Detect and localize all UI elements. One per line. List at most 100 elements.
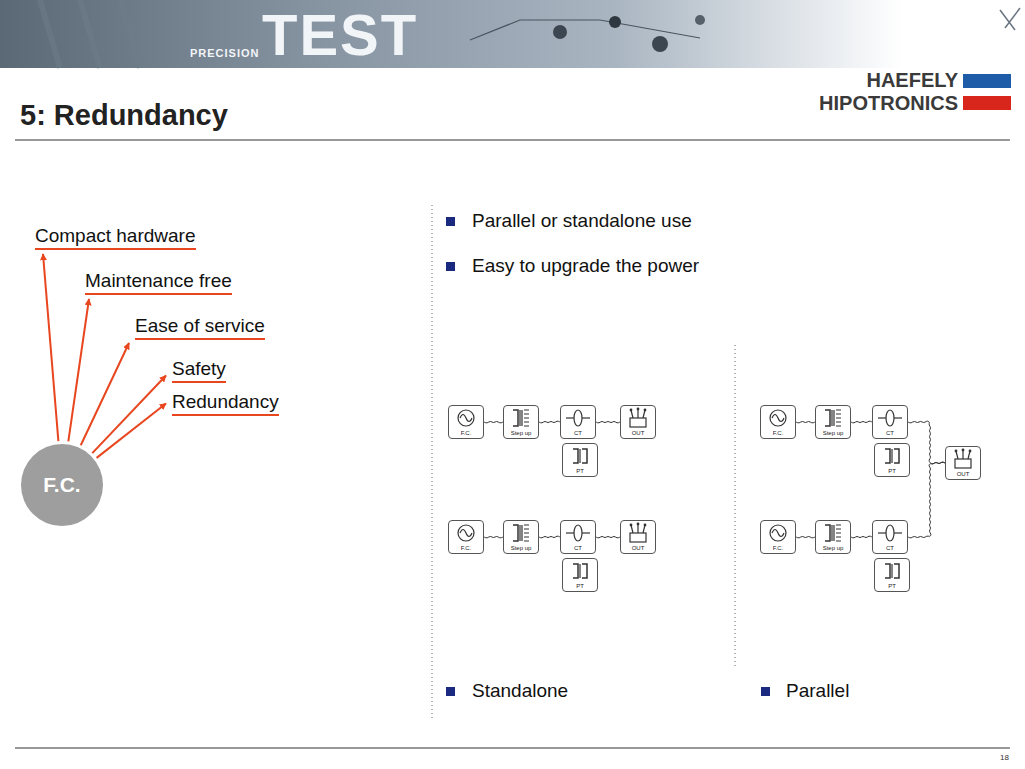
component-icon — [875, 522, 905, 544]
component-icon — [623, 407, 653, 429]
node-text: CT — [873, 429, 907, 437]
component-icon — [506, 407, 536, 429]
bullet-square — [446, 687, 455, 696]
component-icon — [451, 522, 481, 544]
component-icon — [763, 407, 793, 429]
footer-rule — [15, 748, 1010, 749]
component-box: F.C. — [760, 520, 796, 554]
logo-text: HIPOTRONICS — [819, 92, 958, 114]
feature-arrow — [92, 376, 166, 454]
node-text: OUT — [621, 429, 655, 437]
node-text: Step up — [816, 544, 850, 552]
node-text: F.C. — [761, 429, 795, 437]
bullet-text: Standalone — [472, 680, 568, 702]
power-wire — [484, 421, 503, 422]
power-wire — [851, 536, 872, 538]
feature-arrow — [43, 254, 58, 441]
node-text: F.C. — [20, 443, 104, 527]
component-box: PT — [562, 443, 598, 477]
component-icon — [818, 407, 848, 429]
slide-title: 5: Redundancy — [20, 98, 228, 132]
node-text: CT — [873, 544, 907, 552]
node-text: Step up — [504, 429, 538, 437]
component-icon — [565, 560, 595, 582]
page-number: 18 — [1000, 753, 1009, 763]
bullet-text: Parallel or standalone use — [472, 210, 692, 232]
node-text: OUT — [946, 470, 980, 478]
power-wire — [596, 536, 620, 537]
node-text: Safety — [172, 358, 226, 380]
component-box: Step up — [503, 405, 539, 439]
divider-line — [735, 345, 736, 668]
feature-label: Maintenance free — [85, 270, 232, 295]
component-box: OUT — [620, 405, 656, 439]
component-box: PT — [562, 558, 598, 592]
node-text: F.C. — [449, 429, 483, 437]
divider-line — [432, 205, 433, 720]
component-box: F.C. — [448, 405, 484, 439]
feature-arrow — [68, 299, 89, 441]
component-box: OUT — [945, 446, 981, 480]
power-wire — [539, 536, 560, 538]
component-icon — [506, 522, 536, 544]
component-icon — [623, 522, 653, 544]
node-text: PT — [875, 582, 909, 590]
component-box: F.C. — [448, 520, 484, 554]
component-box: OUT — [620, 520, 656, 554]
logo-text: HAEFELY — [866, 69, 958, 91]
node-text: Step up — [816, 429, 850, 437]
watermark-text: PRECISION — [190, 47, 260, 60]
feature-arrow — [97, 404, 166, 458]
component-icon — [763, 522, 793, 544]
logo-bar — [963, 74, 1011, 88]
node-text: PT — [563, 582, 597, 590]
bullet-square — [761, 687, 770, 696]
node-text: Ease of service — [135, 315, 265, 337]
component-box: Step up — [815, 520, 851, 554]
power-wire — [539, 421, 560, 423]
component-icon — [565, 445, 595, 467]
feature-label: Ease of service — [135, 315, 265, 340]
watermark-text: TEST — [262, 4, 418, 66]
component-box: CT — [872, 520, 908, 554]
component-icon — [948, 448, 978, 470]
component-icon — [875, 407, 905, 429]
title-rule — [15, 140, 1010, 141]
power-wire — [851, 421, 872, 423]
bullet-text: Easy to upgrade the power — [472, 255, 699, 277]
component-icon — [563, 407, 593, 429]
component-box: F.C. — [760, 405, 796, 439]
node-text: Step up — [504, 544, 538, 552]
component-icon — [563, 522, 593, 544]
frequency-converter-circle: F.C. — [20, 443, 104, 527]
node-text: PT — [875, 467, 909, 475]
component-box: CT — [560, 520, 596, 554]
component-icon — [877, 560, 907, 582]
node-text: F.C. — [761, 544, 795, 552]
power-wire — [796, 421, 815, 422]
header-banner — [0, 0, 1025, 68]
node-text: OUT — [621, 544, 655, 552]
node-text: Compact hardware — [35, 225, 196, 247]
component-box: CT — [872, 405, 908, 439]
feature-label: Safety — [172, 358, 226, 383]
feature-label: Compact hardware — [35, 225, 196, 250]
feature-arrow — [81, 343, 129, 445]
logo-bar — [963, 96, 1011, 110]
power-wire — [908, 462, 945, 538]
component-icon — [818, 522, 848, 544]
component-box: CT — [560, 405, 596, 439]
power-wire — [484, 536, 503, 537]
component-icon — [451, 407, 481, 429]
power-wire — [908, 421, 945, 464]
component-icon — [877, 445, 907, 467]
component-box: Step up — [503, 520, 539, 554]
node-text: PT — [563, 467, 597, 475]
node-text: CT — [561, 429, 595, 437]
component-box: PT — [874, 443, 910, 477]
bullet-square — [446, 262, 455, 271]
bullet-text: Parallel — [786, 680, 849, 702]
power-wire — [596, 421, 620, 422]
feature-label: Redundancy — [172, 391, 279, 416]
node-text: F.C. — [449, 544, 483, 552]
